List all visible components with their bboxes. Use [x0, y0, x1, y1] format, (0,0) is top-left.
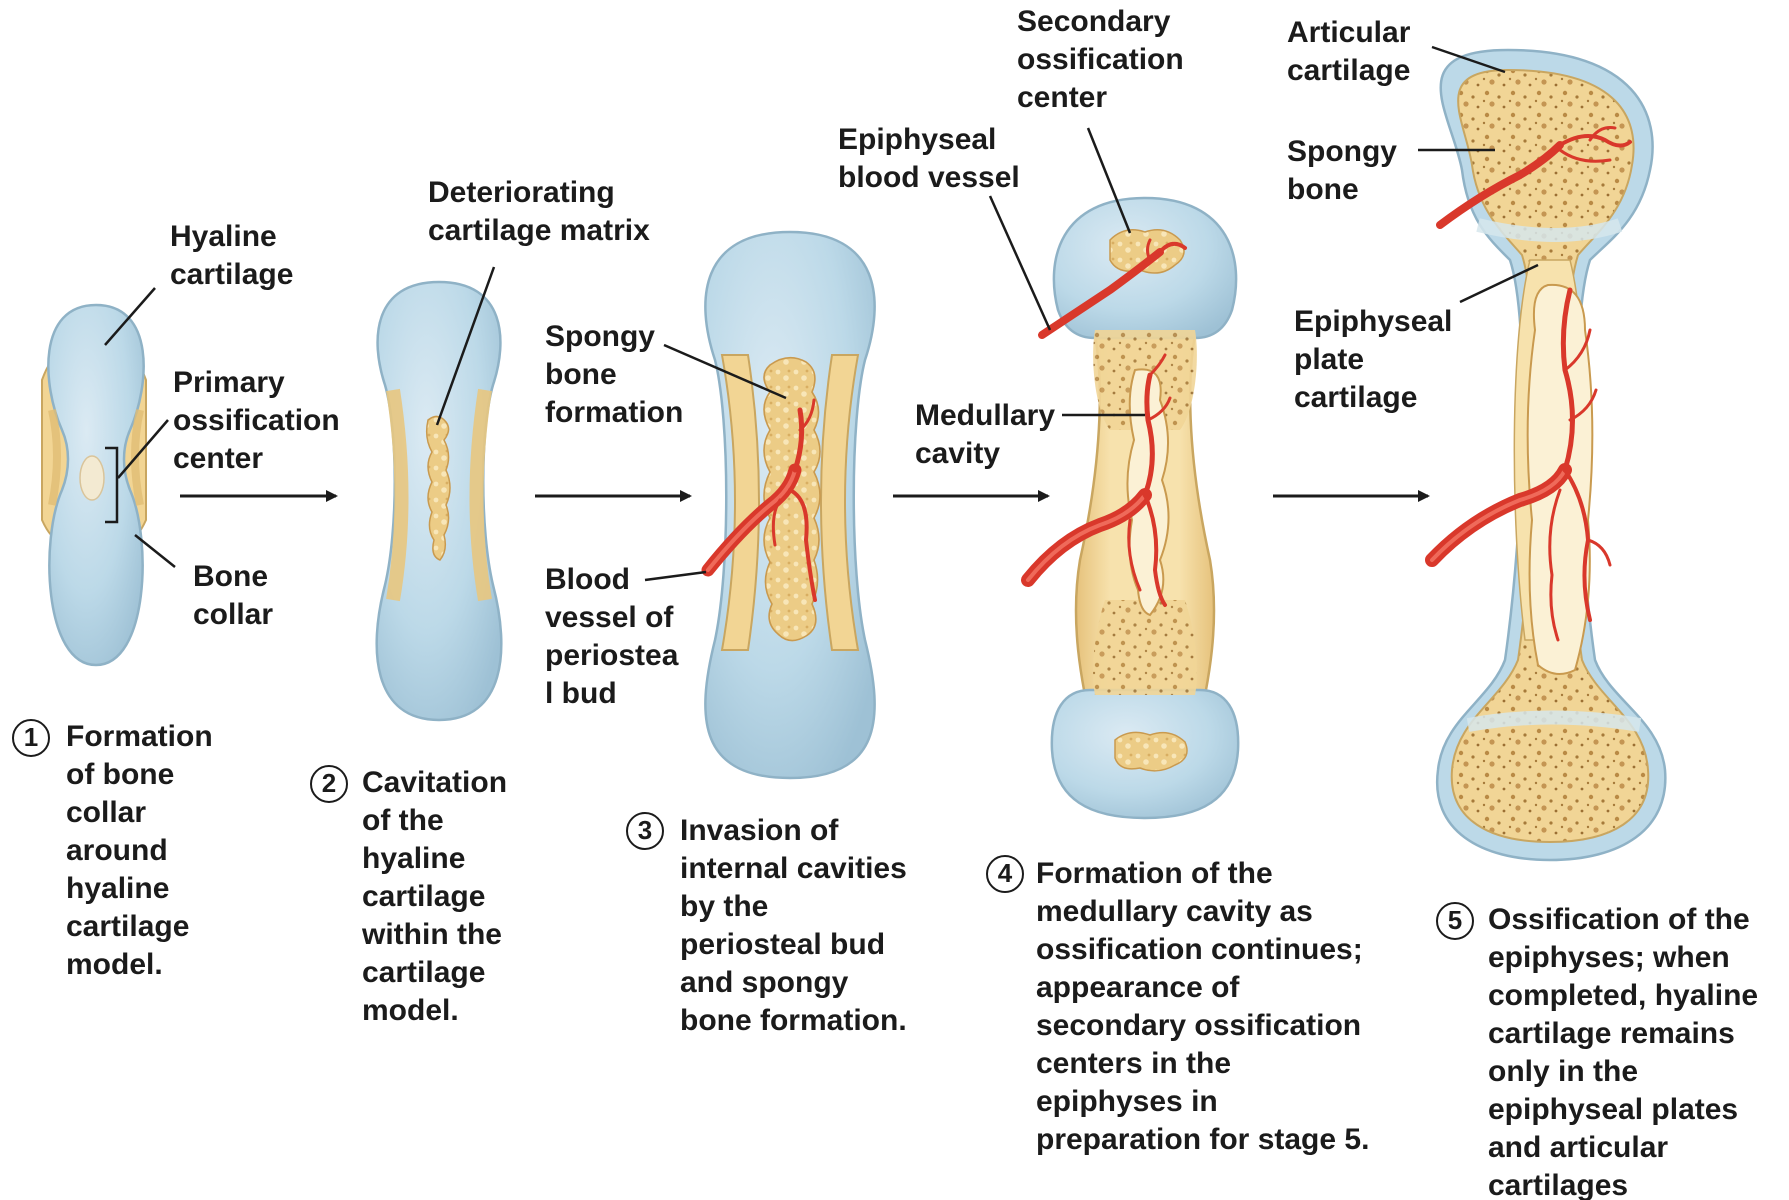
step-3-caption: Invasion of internal cavities by the per… [680, 812, 907, 1040]
label-spongy-bone-formation: Spongy bone formation [545, 318, 683, 432]
step-1-caption: Formation of bone collar around hyaline … [66, 718, 213, 984]
stage3-bone-model [705, 232, 874, 778]
leader-epiphyseal-blood-vessel [990, 196, 1050, 330]
label-secondary-ossification-center: Secondary ossification center [1017, 3, 1184, 117]
stage1-bone-model [42, 305, 146, 665]
label-blood-vessel-periosteal-bud: Blood vessel of periostea l bud [545, 561, 678, 713]
label-spongy-bone: Spongy bone [1287, 133, 1397, 209]
step-1-number: 1 [12, 719, 50, 757]
label-deteriorating-cartilage-matrix: Deteriorating cartilage matrix [428, 174, 650, 250]
stage4-bone-model [1028, 198, 1238, 818]
label-epiphyseal-blood-vessel: Epiphyseal blood vessel [838, 121, 1020, 197]
step-4-caption: Formation of the medullary cavity as oss… [1036, 855, 1369, 1159]
stage1-primary-ossification-center [80, 456, 104, 500]
stage5-bone-model [1432, 50, 1665, 860]
label-articular-cartilage: Articular cartilage [1287, 14, 1410, 90]
label-medullary-cavity: Medullary cavity [915, 397, 1055, 473]
stage4-secondary-ossification-bottom [1115, 732, 1187, 770]
stage2-bone-model [377, 282, 502, 720]
step-4-number: 4 [986, 855, 1024, 893]
label-bone-collar: Bone collar [193, 558, 273, 634]
label-hyaline-cartilage: Hyaline cartilage [170, 218, 293, 294]
label-primary-ossification-center: Primary ossification center [173, 364, 340, 478]
step-2-caption: Cavitation of the hyaline cartilage with… [362, 764, 507, 1030]
step-5-number: 5 [1436, 902, 1474, 940]
stage5-epiphyseal-plate-bottom [1468, 718, 1640, 726]
step-3-number: 3 [626, 812, 664, 850]
step-2-number: 2 [310, 765, 348, 803]
label-epiphyseal-plate-cartilage: Epiphyseal plate cartilage [1294, 303, 1452, 417]
step-5-caption: Ossification of the epiphyses; when comp… [1488, 901, 1758, 1200]
stage4-spongy-lower [1093, 600, 1197, 695]
